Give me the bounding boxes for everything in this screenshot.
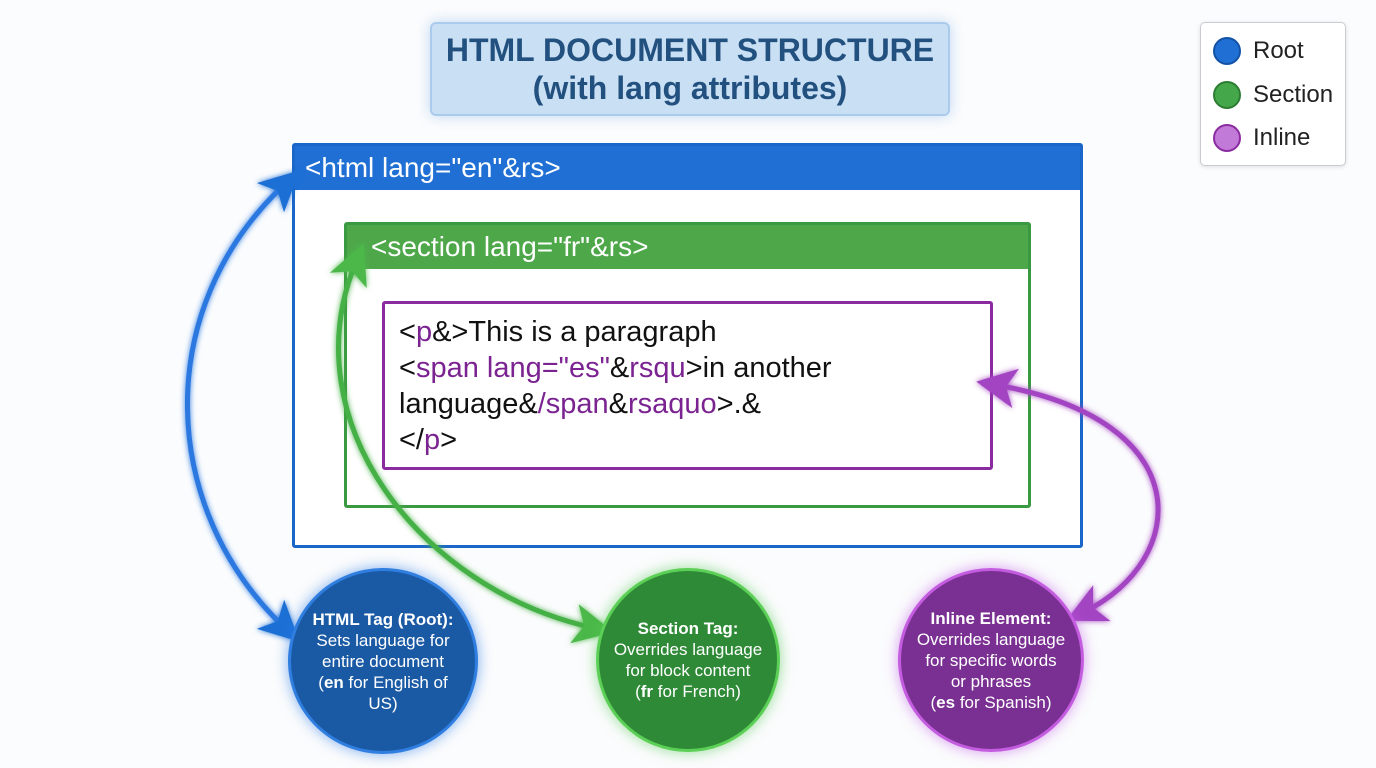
title-line-1: HTML DOCUMENT STRUCTURE	[445, 32, 935, 68]
section-arrow	[329, 243, 614, 644]
legend-item-section: Section	[1213, 79, 1333, 111]
title-line-2: (with lang attributes)	[532, 70, 848, 106]
legend-label-section: Section	[1253, 81, 1334, 108]
html-tag-header: <html lang="en"&rs>	[295, 146, 1080, 190]
callout-root: HTML Tag (Root): Sets language for entir…	[288, 568, 478, 754]
callout-inline: Inline Element: Overrides language for s…	[898, 568, 1084, 752]
legend-item-inline: Inline	[1213, 122, 1310, 154]
inline-arrow	[976, 368, 1161, 622]
legend-item-root: Root	[1213, 35, 1304, 67]
root-arrow	[185, 170, 300, 642]
legend: Root Section Inline	[1200, 22, 1346, 166]
legend-label-inline: Inline	[1253, 124, 1311, 151]
root-swatch-icon	[1213, 37, 1241, 65]
section-swatch-icon	[1213, 81, 1241, 109]
inline-swatch-icon	[1213, 124, 1241, 152]
diagram-title: HTML DOCUMENT STRUCTURE (with lang attri…	[430, 22, 950, 116]
callout-section: Section Tag: Overrides language for bloc…	[596, 568, 780, 752]
legend-label-root: Root	[1253, 37, 1304, 64]
